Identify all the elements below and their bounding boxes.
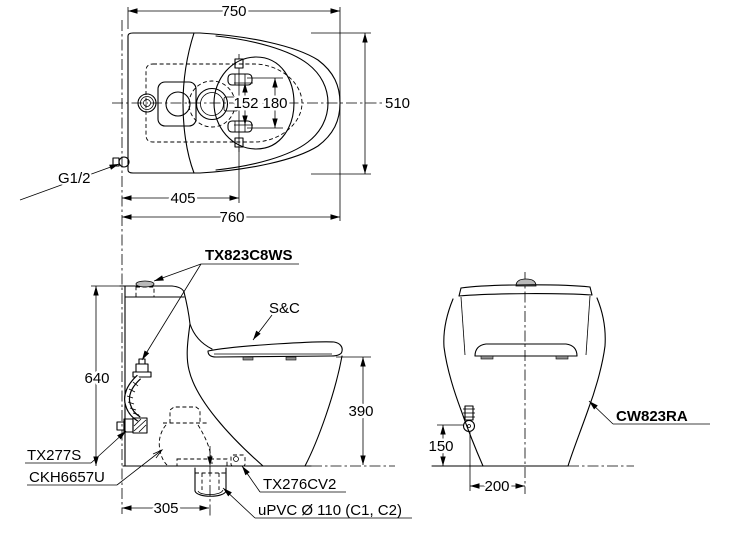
flush-mechanism bbox=[137, 80, 239, 128]
model-label: CW823RA bbox=[616, 408, 688, 425]
top-view-tank-seam bbox=[182, 32, 195, 174]
side-deck-curve bbox=[189, 323, 213, 350]
dim-bolt-span-inner-text: 152 bbox=[233, 95, 258, 112]
side-pedestal-front-curve bbox=[186, 323, 264, 467]
front-tank bbox=[458, 284, 593, 356]
dimension-overall-width: 510 bbox=[311, 32, 413, 175]
front-inlet-valve bbox=[462, 405, 476, 433]
dim-inlet-height-text: 150 bbox=[428, 438, 453, 455]
front-flush-button bbox=[515, 278, 537, 287]
seat-hinge-bolts bbox=[227, 54, 253, 203]
top-view-rim-outline bbox=[215, 35, 329, 171]
outlet-pipe-callout: uPVC Ø 110 (C1, C2) bbox=[221, 485, 412, 521]
top-view-bowl-opening bbox=[213, 56, 295, 150]
fixing-kit-label: CKH6657U bbox=[29, 469, 105, 486]
side-flush-button bbox=[135, 280, 155, 288]
front-body-left bbox=[443, 298, 484, 467]
seat-cover-label: S&C bbox=[269, 300, 300, 317]
cistern-fittings-label: TX823C8WS bbox=[205, 247, 293, 264]
fixing-kit-callout: CKH6657U bbox=[27, 449, 164, 488]
inlet-thread-callout: G1/2 bbox=[19, 161, 120, 201]
supply-hose bbox=[124, 374, 142, 422]
dimension-overall-height: 640 bbox=[82, 285, 125, 466]
stop-valve-callout: TX277S bbox=[25, 428, 128, 466]
outlet-connector-label: TX276CV2 bbox=[263, 476, 336, 493]
cistern-fittings-callout: TX823C8WS bbox=[139, 245, 299, 362]
dimension-wall-to-bolt: 405 bbox=[122, 188, 239, 210]
outlet-pipe bbox=[194, 446, 227, 516]
seat-cover-callout: S&C bbox=[250, 298, 302, 342]
front-seat-cover bbox=[474, 343, 578, 360]
dimension-overall-length: 750 bbox=[127, 1, 341, 221]
model-callout: CW823RA bbox=[587, 399, 710, 427]
dim-wall-to-front-text: 760 bbox=[219, 209, 244, 226]
stop-valve-label: TX277S bbox=[27, 447, 81, 464]
dim-wall-to-bolt-text: 405 bbox=[170, 190, 195, 207]
dim-overall-length-text: 750 bbox=[221, 3, 246, 20]
dimension-wall-to-outlet: 305 bbox=[122, 498, 209, 520]
stop-valve bbox=[116, 417, 148, 434]
dimension-bolt-spans: 152 180 bbox=[231, 77, 290, 129]
side-seat-cover bbox=[207, 341, 343, 361]
dim-wall-to-outlet-text: 305 bbox=[153, 500, 178, 517]
side-tank-top bbox=[119, 285, 191, 325]
inlet-thread-label: G1/2 bbox=[58, 170, 91, 187]
dim-seat-height-text: 390 bbox=[348, 403, 373, 420]
outlet-pipe-label: uPVC Ø 110 (C1, C2) bbox=[258, 502, 402, 519]
dim-overall-width-text: 510 bbox=[385, 95, 410, 112]
top-view: G1/2 750 510 bbox=[19, 1, 413, 514]
front-body-right bbox=[567, 297, 606, 467]
front-view: 150 200 CW823RA bbox=[426, 272, 710, 498]
dim-bolt-span-outer-text: 180 bbox=[262, 95, 287, 112]
dim-overall-height-text: 640 bbox=[84, 370, 109, 387]
outlet-connector-callout: TX276CV2 bbox=[239, 464, 346, 495]
fill-valve bbox=[132, 358, 152, 378]
side-bowl-front-edge bbox=[304, 355, 343, 467]
side-flush-button-hidden bbox=[135, 286, 155, 298]
dimension-seat-height: 390 bbox=[336, 356, 376, 465]
side-view: 640 390 305 TX823C8WS S&C bbox=[25, 245, 412, 521]
dimension-wall-to-front: 760 bbox=[122, 207, 340, 229]
trapway-hidden bbox=[158, 406, 246, 467]
dimension-inlet-height: 150 bbox=[426, 424, 464, 466]
dim-inlet-offset-text: 200 bbox=[484, 478, 509, 495]
dimension-inlet-offset: 200 bbox=[469, 432, 525, 498]
